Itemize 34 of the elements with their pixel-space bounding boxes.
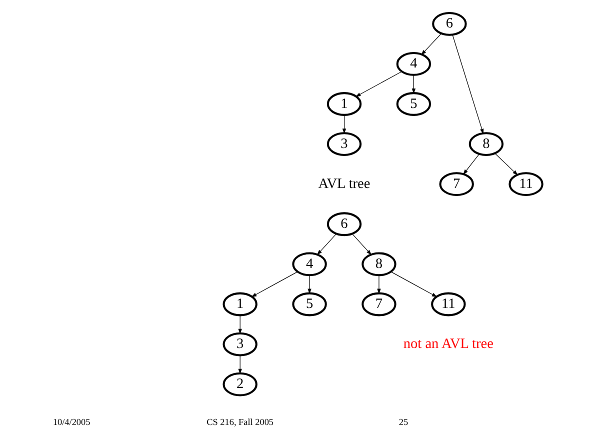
node-ellipse: 3 bbox=[326, 132, 362, 156]
arrow bbox=[316, 233, 336, 255]
arrow bbox=[494, 152, 518, 175]
arrow bbox=[238, 354, 242, 374]
arrow bbox=[452, 34, 484, 134]
node-ellipse: 6 bbox=[432, 11, 466, 36]
node-ellipse: 4 bbox=[396, 52, 431, 76]
arrow bbox=[462, 153, 480, 174]
arrow bbox=[250, 271, 298, 297]
node-ellipse: 2 bbox=[222, 372, 257, 396]
node-ellipse: 3 bbox=[222, 332, 257, 356]
node-ellipse: 5 bbox=[396, 92, 431, 116]
arrow bbox=[420, 32, 441, 55]
arrow bbox=[352, 233, 372, 255]
arrow bbox=[342, 114, 346, 134]
arrow bbox=[390, 271, 437, 297]
label: 10/4/2005 bbox=[52, 416, 90, 426]
label: 25 bbox=[398, 416, 408, 426]
node-ellipse: 11 bbox=[508, 172, 543, 196]
node-ellipse: 8 bbox=[468, 132, 504, 156]
arrow bbox=[411, 74, 416, 94]
node-ellipse: 6 bbox=[326, 212, 362, 236]
node-ellipse: 7 bbox=[361, 292, 396, 316]
arrow bbox=[376, 274, 380, 294]
node-ellipse: 7 bbox=[438, 172, 474, 196]
label: not an AVL tree bbox=[402, 336, 493, 352]
label: CS 216, Fall 2005 bbox=[206, 416, 274, 426]
node-ellipse: 4 bbox=[292, 252, 326, 276]
arrow bbox=[307, 274, 311, 294]
arrow bbox=[354, 70, 402, 96]
label: AVL tree bbox=[318, 175, 370, 192]
arrow bbox=[238, 314, 242, 334]
node-ellipse: 5 bbox=[292, 292, 326, 316]
node-ellipse: 8 bbox=[361, 252, 396, 276]
